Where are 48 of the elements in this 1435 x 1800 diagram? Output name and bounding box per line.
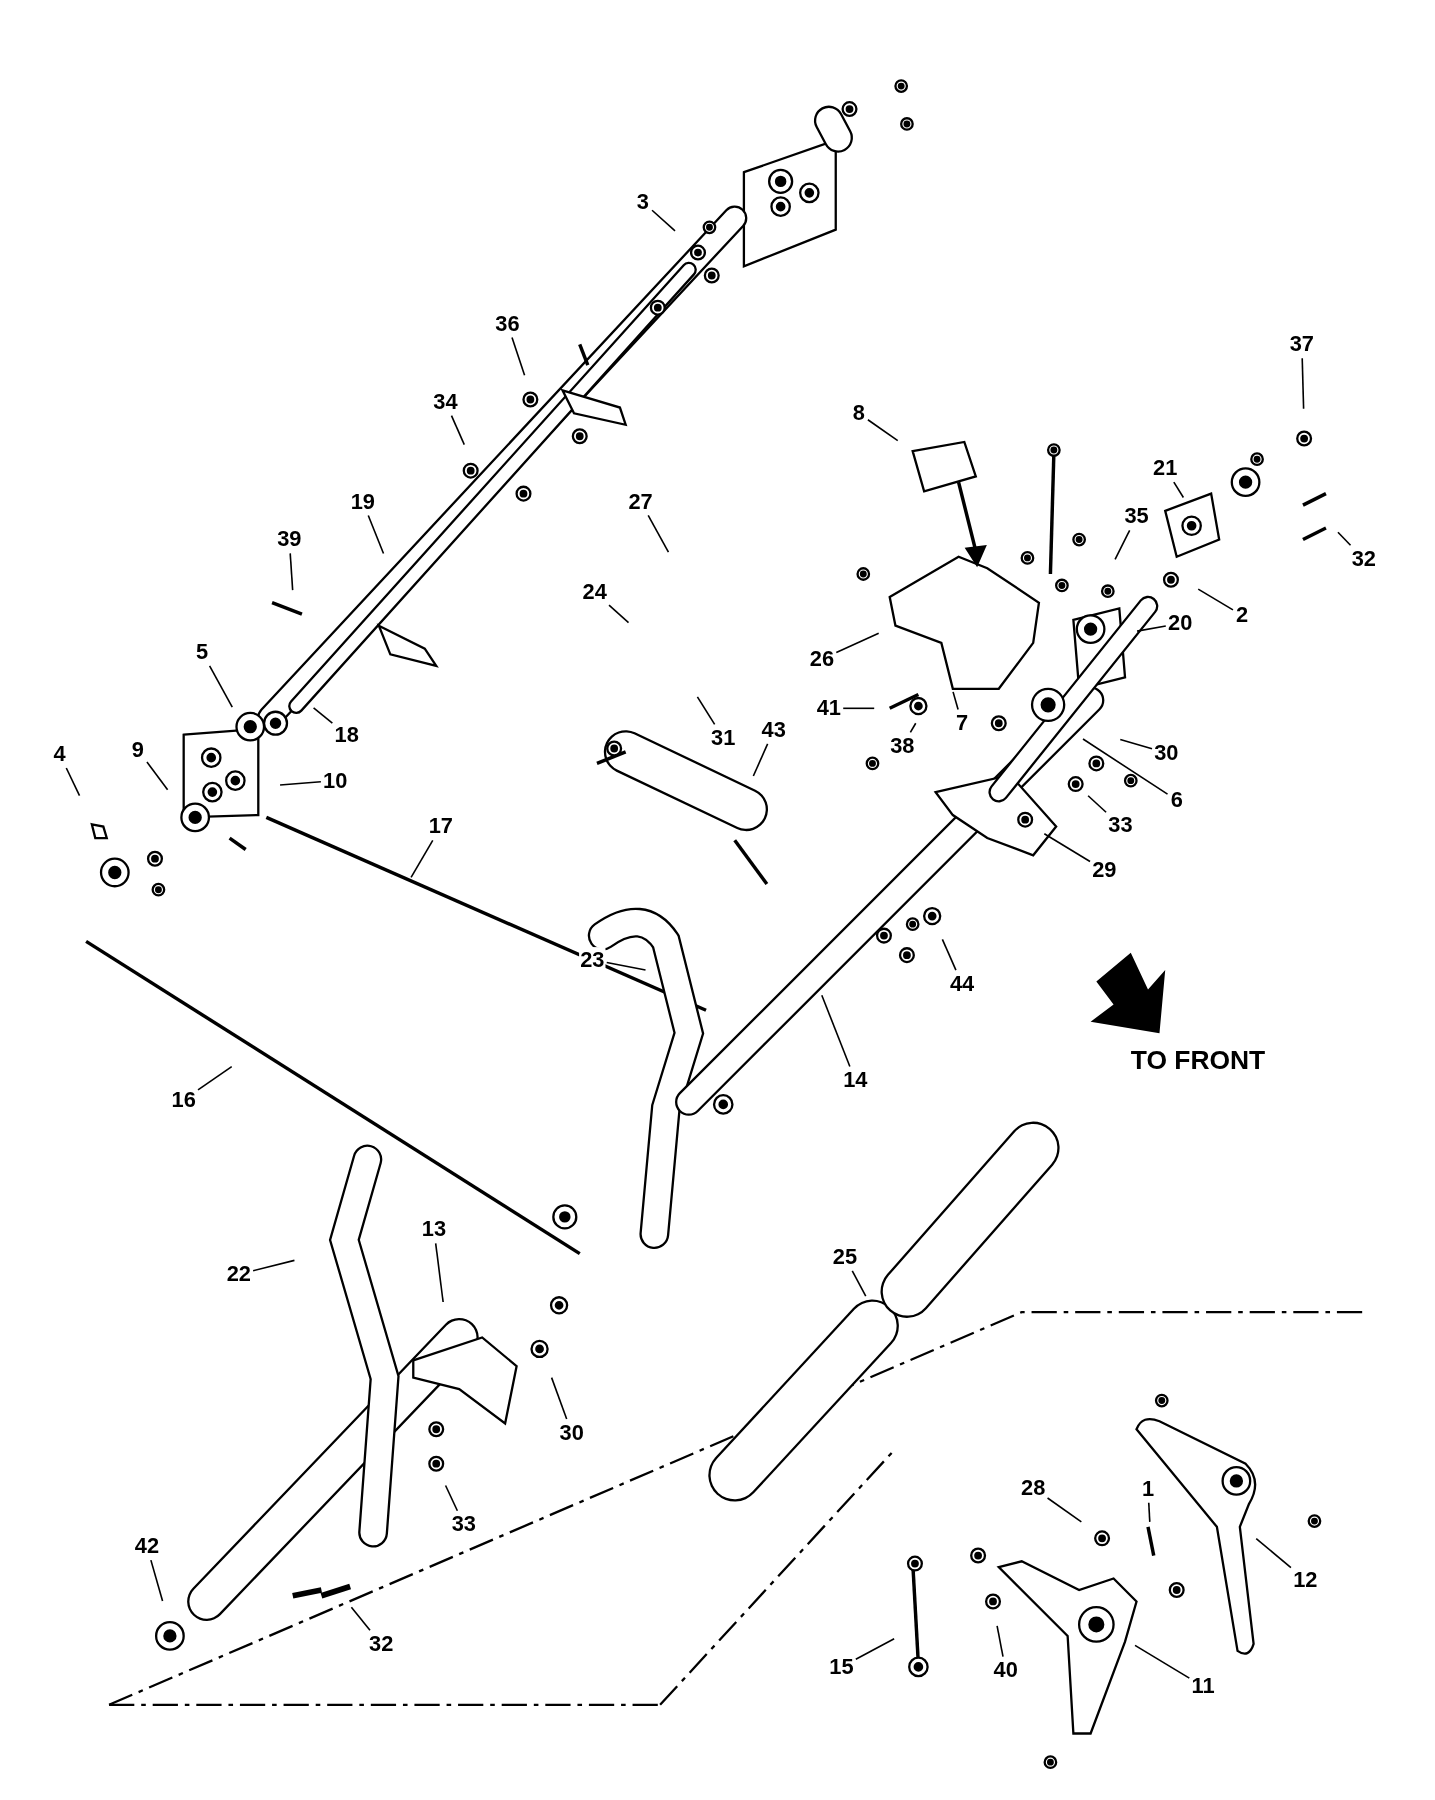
leader-line — [855, 1638, 895, 1661]
leader-line — [1043, 832, 1091, 863]
leader-line — [996, 1625, 1004, 1658]
leader-line — [1082, 738, 1169, 795]
leader-line — [350, 1606, 371, 1631]
leader-line — [1197, 588, 1234, 611]
leader-line — [605, 961, 647, 971]
leader-line — [367, 514, 385, 555]
leader-line — [1046, 1497, 1083, 1523]
leader-line — [941, 938, 957, 971]
leader-line — [952, 691, 959, 711]
leader-line — [1173, 481, 1185, 499]
leader-line — [208, 665, 234, 708]
leader-line — [279, 780, 322, 786]
leader-line — [851, 1270, 867, 1297]
leader-line — [821, 994, 851, 1068]
leader-line — [1134, 1644, 1191, 1679]
leader-line — [1119, 738, 1153, 750]
leader-line — [842, 707, 875, 710]
leader-line — [1301, 357, 1305, 410]
direction-note: TO FRONT — [1130, 1044, 1266, 1076]
leader-line — [608, 604, 630, 624]
leader-line — [65, 767, 81, 797]
leader-line — [1087, 794, 1107, 814]
leader-line — [752, 743, 769, 777]
leader-line — [150, 1559, 164, 1602]
leader-line — [197, 1065, 233, 1091]
leader-line — [835, 632, 880, 654]
leader-line — [1114, 529, 1131, 561]
leader-line — [867, 418, 899, 442]
leader-line — [1337, 531, 1352, 547]
leader-line — [146, 761, 169, 791]
leader-line — [550, 1376, 568, 1420]
leader-line — [252, 1259, 296, 1272]
leader-line — [1147, 1501, 1151, 1523]
leader-line — [1136, 625, 1167, 632]
leader-line — [511, 336, 526, 376]
leader-line — [444, 1484, 459, 1512]
leader-line — [909, 722, 917, 734]
leader-line — [651, 209, 676, 232]
leader-line — [289, 552, 294, 591]
leader-line — [434, 1242, 444, 1303]
leader-line — [410, 839, 434, 879]
leader-line — [647, 514, 670, 553]
leader-line — [696, 696, 716, 726]
leader-line — [1255, 1537, 1292, 1569]
leader-line — [312, 707, 334, 724]
leader-line — [450, 414, 466, 446]
